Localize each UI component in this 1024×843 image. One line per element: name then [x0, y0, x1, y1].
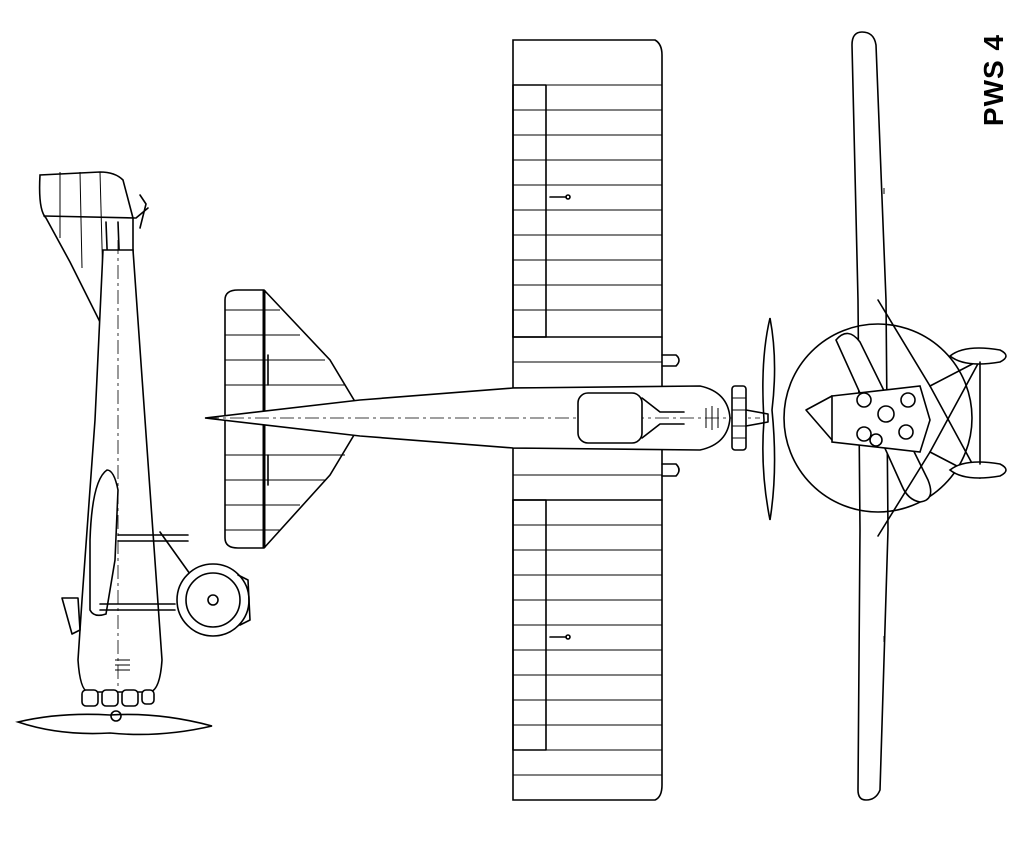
top-view-wing-lower [512, 447, 663, 801]
side-view-wing [89, 469, 119, 617]
top-view [204, 39, 776, 801]
top-view-cockpit [577, 392, 643, 444]
top-view-wing-upper [512, 39, 663, 389]
front-view-wheel-bottom [948, 461, 1007, 479]
front-view-wheel-top [948, 347, 1007, 365]
front-view [783, 31, 1007, 801]
front-view-propeller-disc [783, 323, 973, 513]
side-view [15, 171, 251, 736]
side-view-fuselage [77, 249, 163, 693]
side-view-propeller [15, 713, 213, 736]
